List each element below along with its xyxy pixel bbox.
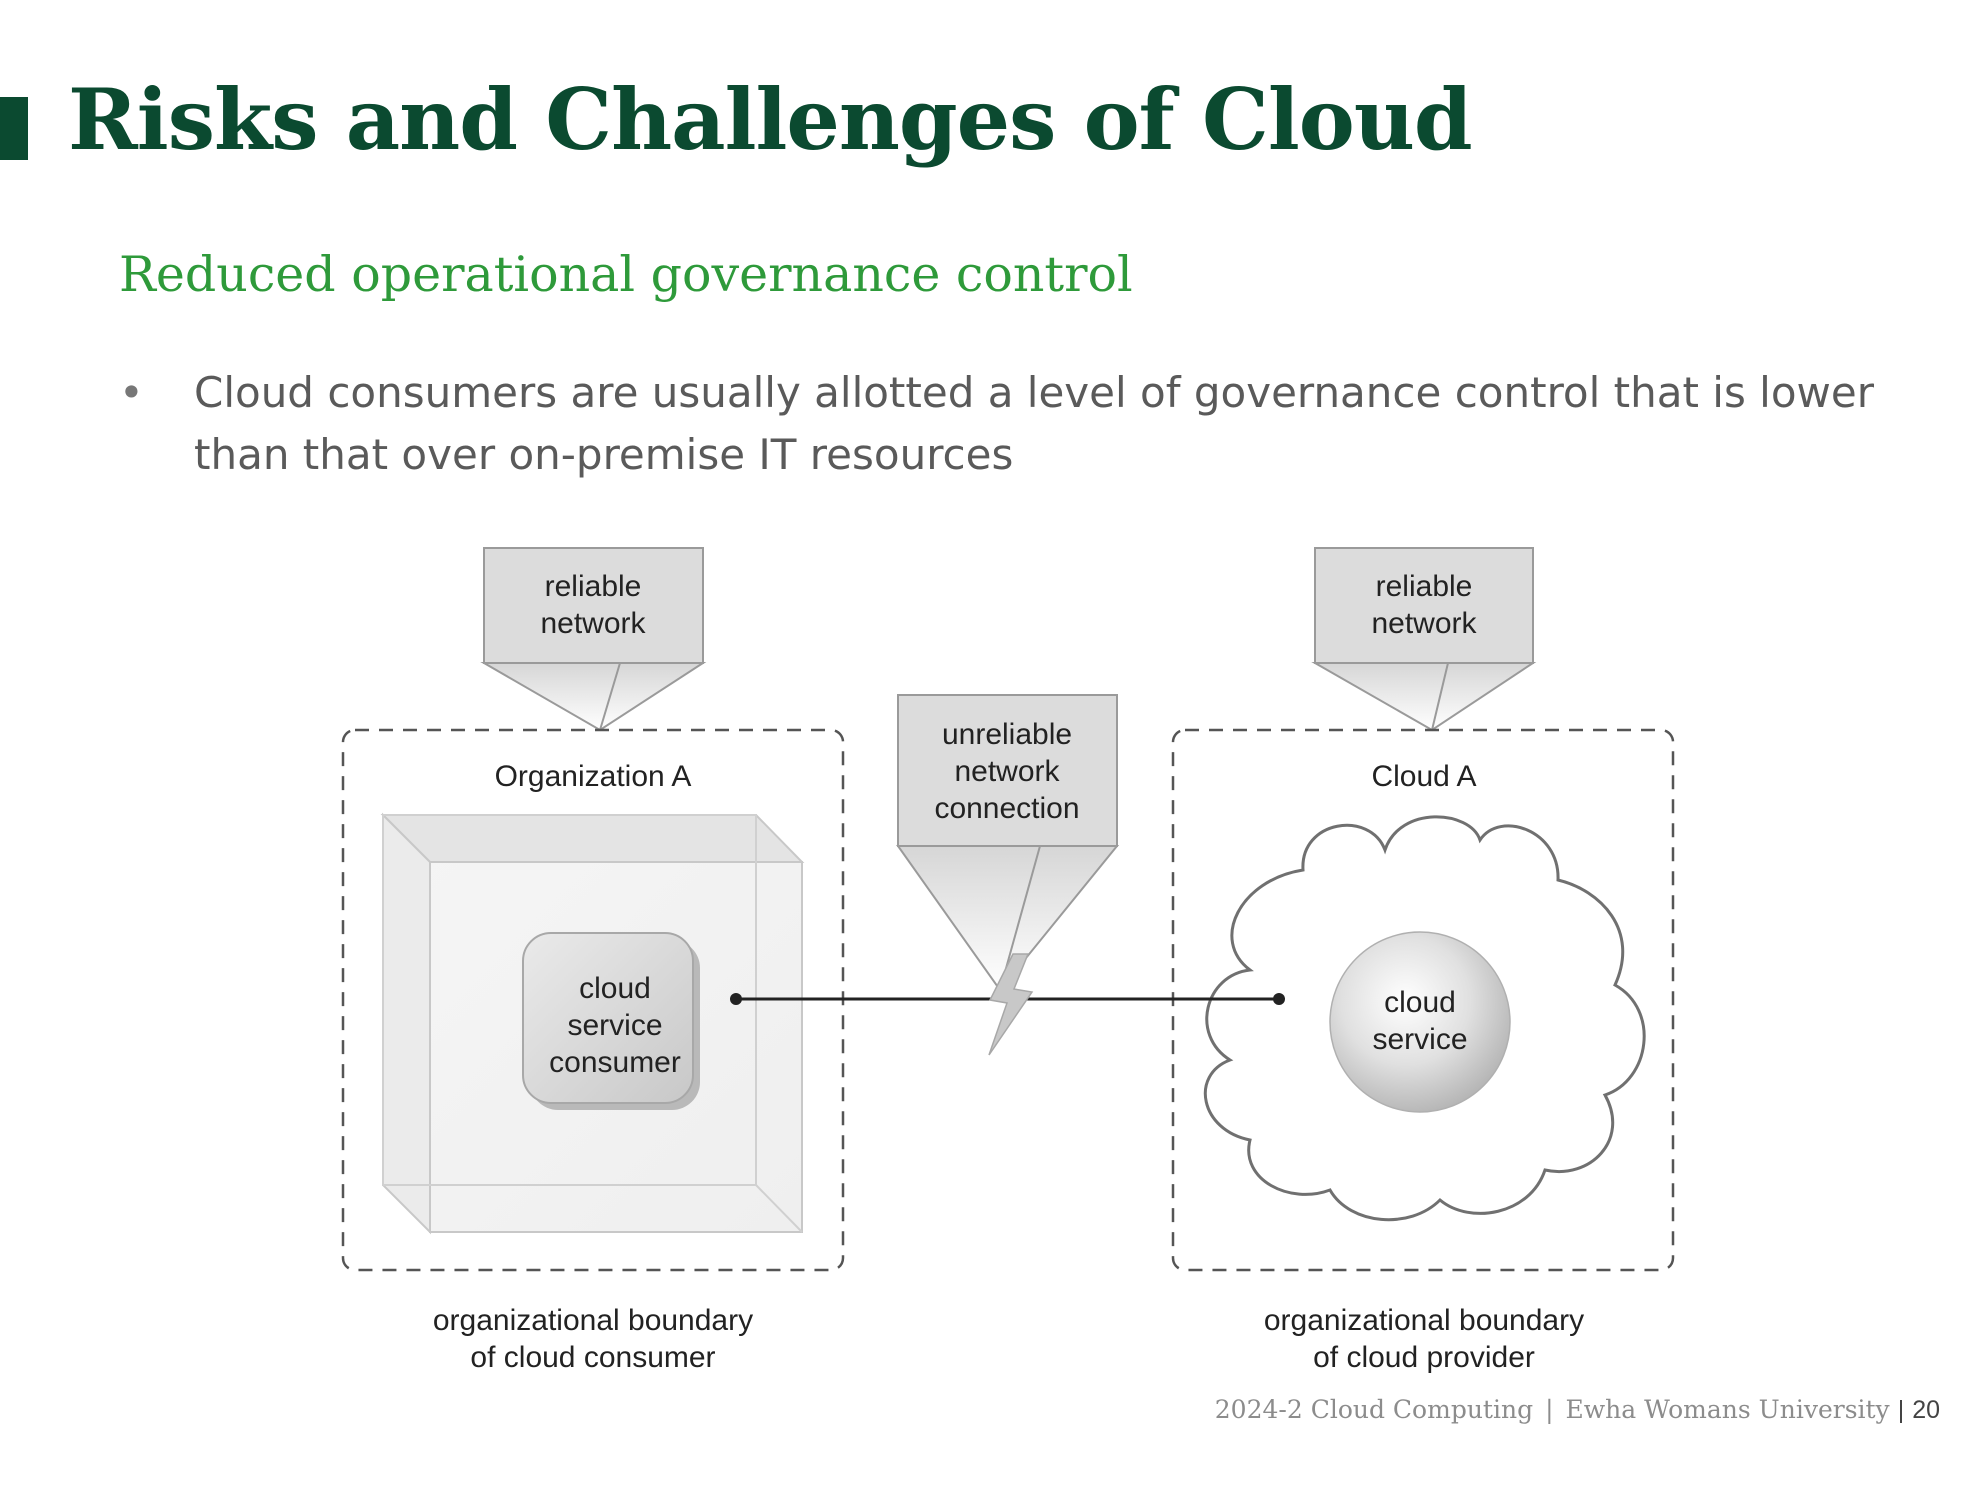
left-caption-line-2: of cloud consumer (470, 1341, 715, 1374)
right-caption-line-1: organizational boundary (1264, 1304, 1584, 1337)
page-prefix: | (1897, 1396, 1905, 1424)
footer-course: 2024-2 Cloud Computing (1214, 1395, 1534, 1424)
lightning-bolt-icon (988, 953, 1034, 1056)
service-label-2: service (1372, 1023, 1467, 1056)
middle-callout-line-2: network (954, 755, 1060, 788)
page-number: 20 (1912, 1396, 1940, 1424)
service-label-1: cloud (1384, 986, 1456, 1019)
bullet-text: Cloud consumers are usually allotted a l… (194, 368, 1874, 479)
middle-callout-line-3: connection (934, 792, 1079, 825)
footer-separator: | (1545, 1395, 1554, 1424)
slide-title: Risks and Challenges of Cloud (68, 70, 1473, 169)
connection-endpoint-right (1273, 993, 1285, 1005)
footer-university: Ewha Womans University (1565, 1395, 1890, 1424)
right-callout-line-1: reliable (1376, 570, 1473, 603)
consumer-label-3: consumer (549, 1046, 681, 1079)
cloud-service-consumer: cloud service consumer (522, 932, 700, 1110)
unreliable-connection-callout: unreliable network connection (896, 694, 1120, 992)
slide-footer: 2024-2 Cloud Computing|Ewha Womans Unive… (1215, 1395, 1940, 1425)
bullet-dot: • (119, 368, 144, 417)
right-reliable-network-callout: reliable network (1311, 547, 1537, 732)
left-caption-line-1: organizational boundary (433, 1304, 753, 1337)
middle-callout-line-1: unreliable (942, 718, 1072, 751)
right-caption-line-2: of cloud provider (1313, 1341, 1535, 1374)
connection-endpoint-left (730, 993, 742, 1005)
right-zone-label: Cloud A (1371, 760, 1476, 793)
consumer-label-2: service (567, 1009, 662, 1042)
left-reliable-network-callout: reliable network (480, 547, 707, 732)
left-callout-line-1: reliable (545, 570, 642, 603)
slide-subtitle: Reduced operational governance control (119, 246, 1133, 303)
left-callout-line-2: network (540, 607, 646, 640)
cloud-service: cloud service (1329, 931, 1511, 1113)
title-accent-bar (0, 97, 28, 160)
left-zone-label: Organization A (495, 760, 692, 793)
bullet-list: • Cloud consumers are usually allotted a… (119, 362, 1899, 486)
bullet-item: • Cloud consumers are usually allotted a… (119, 362, 1899, 486)
right-callout-line-2: network (1371, 607, 1477, 640)
consumer-label-1: cloud (579, 972, 651, 1005)
